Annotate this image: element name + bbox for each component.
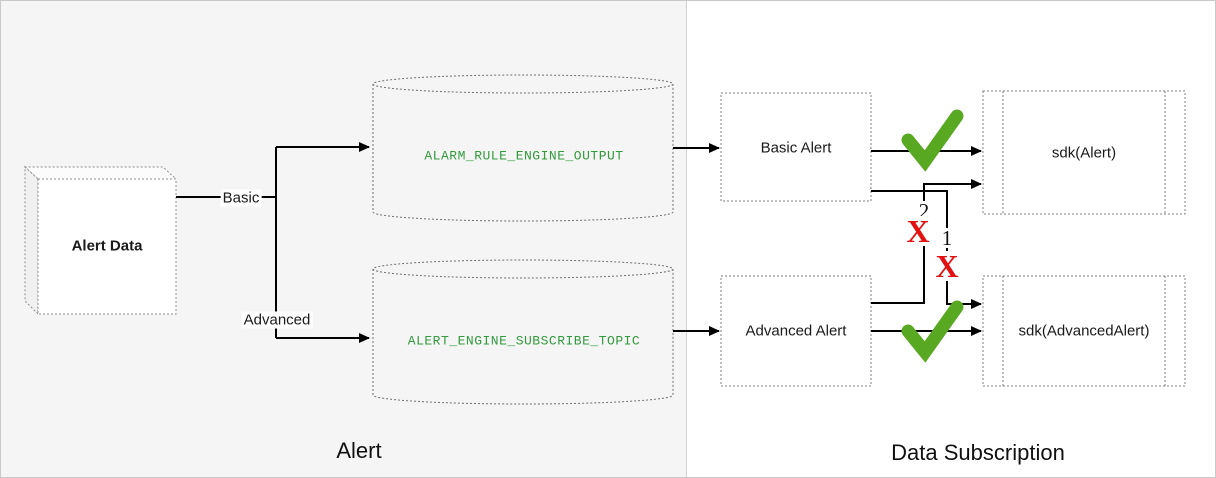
alert-data-node-label: Alert Data: [71, 237, 143, 255]
data-subscription-region-title: Data Subscription: [891, 440, 1065, 465]
advanced-alert-node-label: Advanced Alert: [745, 322, 847, 340]
alert-region-title: Alert: [336, 438, 382, 463]
alarm-rule-engine-output-label: ALARM_RULE_ENGINE_OUTPUT: [424, 148, 624, 164]
advanced-edge-label: Advanced: [241, 311, 313, 329]
sdk-advanced-alert-node-label: sdk(AdvancedAlert): [1018, 322, 1150, 340]
sdk-alert-node-label: sdk(Alert): [1051, 144, 1117, 162]
alert-engine-subscribe-topic-label: ALERT_ENGINE_SUBSCRIBE_TOPIC: [407, 333, 641, 349]
basic-alert-node-label: Basic Alert: [760, 139, 832, 157]
sequence-number-1: 1: [940, 226, 954, 250]
basic-edge-label: Basic: [220, 189, 262, 207]
invalid-cross-icon: X: [905, 213, 931, 249]
invalid-cross-icon: X: [934, 248, 960, 284]
